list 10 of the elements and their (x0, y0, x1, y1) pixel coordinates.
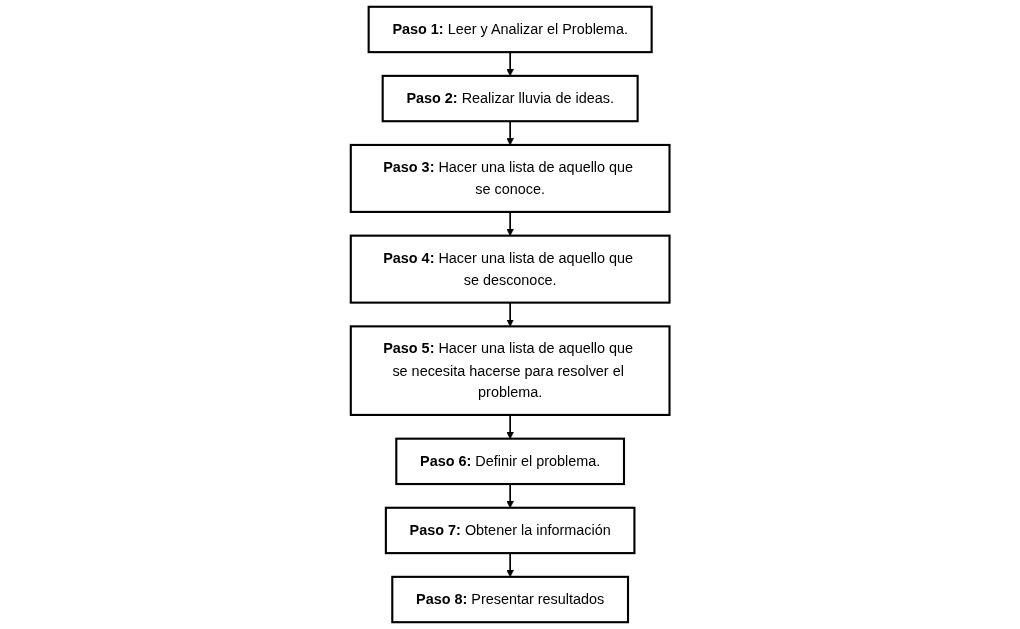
node-box: Paso 1: Leer y Analizar el Problema. (367, 5, 653, 54)
node-box: Paso 6: Definir el problema. (395, 437, 625, 486)
arrow (506, 211, 514, 236)
node-box: Paso 2: Realizar lluvia de ideas. (381, 74, 639, 123)
node-box: Paso 7: Obtener la información (384, 506, 636, 555)
node-box: Paso 3: Hacer una lista de aquello que se conoce. (349, 143, 671, 213)
node-box: Paso 4: Hacer una lista de aquello que se desconoce. (349, 234, 671, 304)
node-box: Paso 5: Hacer una lista de aquello que se necesita hacerse para resolver el problema. (349, 325, 671, 416)
arrow (506, 414, 514, 439)
node-box: Paso 8: Presentar resultados (391, 575, 629, 624)
